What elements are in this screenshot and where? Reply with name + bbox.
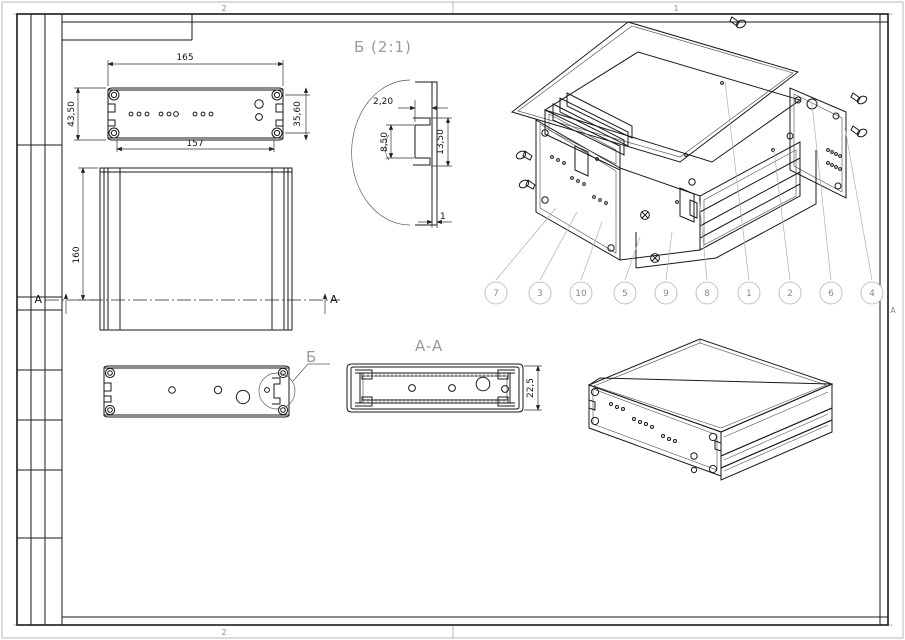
svg-text:1: 1	[746, 289, 752, 299]
screw-left-2	[518, 179, 536, 190]
dimension-slot-height-outer: 13,50	[431, 117, 452, 167]
balloon-7[interactable]: 7	[484, 281, 508, 305]
bottom-view: Б	[103, 348, 330, 418]
balloon-6[interactable]: 6	[819, 281, 843, 305]
top-view: 165 157 43,50 35,60	[67, 53, 310, 152]
svg-text:Б (2:1): Б (2:1)	[354, 38, 412, 56]
svg-text:22,5: 22,5	[526, 378, 536, 398]
dimension-overall-width: 165	[107, 53, 284, 86]
svg-text:1: 1	[673, 4, 678, 13]
svg-text:165: 165	[176, 53, 193, 63]
dimension-section-height: 22,5	[524, 365, 542, 411]
dimension-wall-thickness: 1	[418, 200, 452, 228]
balloon-5[interactable]: 5	[613, 281, 637, 305]
svg-text:4: 4	[869, 289, 875, 299]
svg-text:9: 9	[663, 289, 669, 299]
balloon-3[interactable]: 3	[528, 281, 552, 305]
balloon-9[interactable]: 9	[654, 281, 678, 305]
svg-text:2,20: 2,20	[373, 97, 393, 107]
svg-text:35,60: 35,60	[293, 101, 303, 127]
dimension-inner-width: 157	[116, 139, 275, 152]
section-view-a-a: A-A	[346, 337, 542, 413]
svg-text:7: 7	[493, 289, 499, 299]
svg-text:2: 2	[221, 628, 226, 637]
balloon-1[interactable]: 1	[737, 281, 761, 305]
assembled-isometric-view	[587, 338, 834, 481]
exploded-isometric-view: 7 3 10 5 9 8 1 2	[484, 16, 884, 305]
section-line-a-a: A A	[34, 293, 340, 314]
svg-text:8: 8	[704, 289, 710, 299]
svg-text:A-A: A-A	[415, 337, 443, 355]
top-view-hole-row	[128, 111, 214, 117]
detail-marker-b: Б	[258, 348, 330, 410]
svg-text:43,50: 43,50	[67, 101, 77, 127]
svg-text:1: 1	[440, 212, 446, 222]
svg-text:157: 157	[186, 139, 203, 149]
frame-zone-label-bottom-2: 2	[221, 628, 226, 637]
screw-left-1	[515, 150, 533, 161]
screw-top-1	[729, 16, 747, 29]
screw-right-1	[850, 92, 868, 105]
svg-text:13,50: 13,50	[436, 129, 446, 155]
svg-text:160: 160	[72, 246, 82, 263]
dimension-inner-height: 35,60	[285, 87, 310, 141]
svg-text:Б: Б	[306, 348, 317, 366]
svg-text:5: 5	[622, 289, 628, 299]
svg-text:6: 6	[828, 289, 834, 299]
frame-zone-label-right-a: A	[890, 306, 896, 315]
screw-right-2	[850, 125, 868, 138]
svg-text:10: 10	[575, 289, 587, 299]
balloon-2[interactable]: 2	[778, 281, 802, 305]
svg-text:A: A	[890, 306, 896, 315]
balloon-4[interactable]: 4	[860, 281, 884, 305]
svg-text:A: A	[34, 293, 42, 306]
frame-zone-label-top-1: 1	[673, 4, 678, 13]
svg-text:2: 2	[787, 289, 793, 299]
svg-text:A: A	[330, 293, 338, 306]
dimension-depth: 160	[72, 167, 98, 301]
dimension-slot-width: 2,20	[373, 97, 448, 122]
dimension-overall-height: 43,50	[67, 87, 106, 141]
frame-zone-label-top-2: 2	[221, 4, 226, 13]
front-view: 160 A A	[34, 167, 340, 331]
balloon-leaders	[495, 81, 873, 281]
svg-text:3: 3	[537, 289, 543, 299]
svg-text:2: 2	[221, 4, 226, 13]
balloon-8[interactable]: 8	[695, 281, 719, 305]
svg-text:8,50: 8,50	[380, 132, 390, 152]
detail-view-b: Б (2:1) 2,20 8,50 13,50	[351, 38, 452, 228]
dimension-slot-height-inner: 8,50	[380, 124, 414, 159]
balloon-10[interactable]: 10	[569, 281, 593, 305]
